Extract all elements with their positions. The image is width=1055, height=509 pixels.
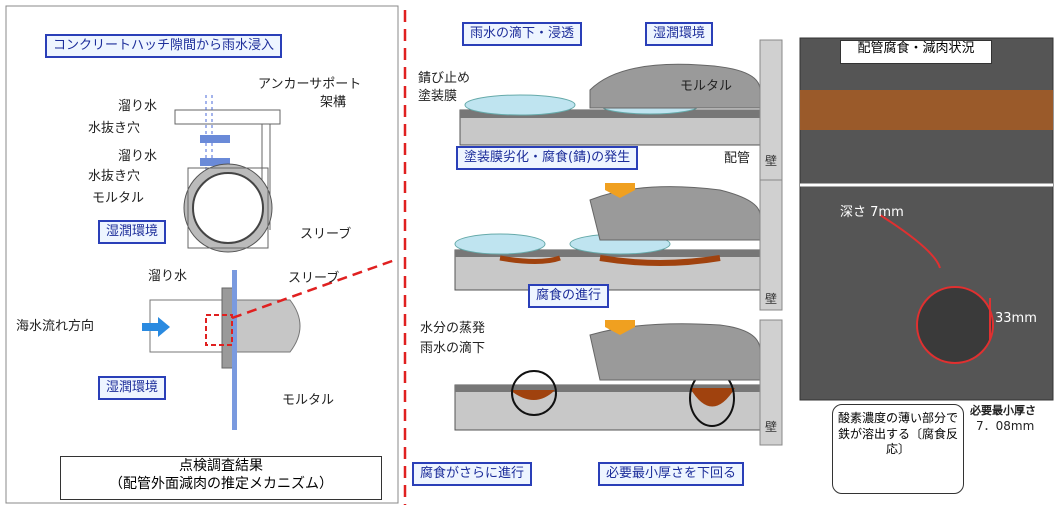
label-mortar-3: モルタル [680, 79, 733, 94]
callout-oxygen: 酸素濃度の薄い部分で鉄が溶出する〔腐食反応〕 [832, 404, 964, 494]
stage2-cross-section [454, 179, 783, 311]
label-wall-2: 壁 [765, 292, 778, 306]
label-leak-1: 溜り水 [118, 99, 158, 114]
label-corrosion-progress: 腐食の進行 [528, 284, 610, 309]
title-rain-intrusion: コンクリートハッチ隙間から雨水浸入 [45, 34, 283, 59]
label-leak-3: 溜り水 [148, 269, 188, 284]
stage1-cross-section [459, 39, 783, 181]
label-anchor-support: アンカーサポート [258, 77, 362, 92]
label-coating-degradation: 塗装膜劣化・腐食(錆)の発生 [456, 146, 639, 171]
label-sleeve-1: スリーブ [300, 227, 352, 242]
label-min-thickness-value: 7．08mm [976, 419, 1035, 433]
photo-title: 配管腐食・減肉状況 [840, 40, 992, 64]
label-drain-1: 水抜き穴 [88, 121, 141, 136]
label-below-min-thickness: 必要最小厚さを下回る [598, 462, 745, 487]
label-rust-stop: 錆び止め [418, 71, 471, 86]
label-drain-2: 水抜き穴 [88, 169, 141, 184]
label-depth: 深さ 7mm [840, 205, 904, 220]
label-evaporation: 水分の蒸発 [420, 321, 486, 336]
result-caption-line1: 点検調査結果 [179, 458, 263, 474]
stage3-cross-section [454, 319, 783, 446]
label-pipe: 配管 [724, 151, 751, 166]
result-caption-line2: （配管外面減肉の推定メカニズム） [109, 476, 333, 493]
label-wall-3: 壁 [765, 420, 778, 434]
label-wall-1: 壁 [765, 154, 778, 168]
label-sleeve-2: スリーブ [288, 271, 340, 286]
label-rain-drip: 雨水の滴下・浸透 [462, 22, 583, 47]
result-caption: 点検調査結果 （配管外面減肉の推定メカニズム） [60, 456, 382, 500]
label-flow-direction: 海水流れ方向 [16, 319, 95, 334]
label-further-corrosion: 腐食がさらに進行 [412, 462, 533, 487]
label-coating: 塗装膜 [418, 89, 458, 104]
label-diameter: 33mm [995, 311, 1037, 326]
label-rain-drop: 雨水の滴下 [420, 341, 486, 356]
label-leak-2: 溜り水 [118, 149, 158, 164]
label-mortar-1: モルタル [92, 191, 145, 206]
label-wet-env-3: 湿潤環境 [645, 22, 714, 47]
label-frame: 架構 [320, 95, 347, 110]
label-wet-env-2: 湿潤環境 [98, 376, 167, 401]
label-wet-env-1: 湿潤環境 [98, 220, 167, 245]
label-mortar-2: モルタル [282, 393, 335, 408]
label-min-thickness: 必要最小厚さ [970, 404, 1036, 417]
